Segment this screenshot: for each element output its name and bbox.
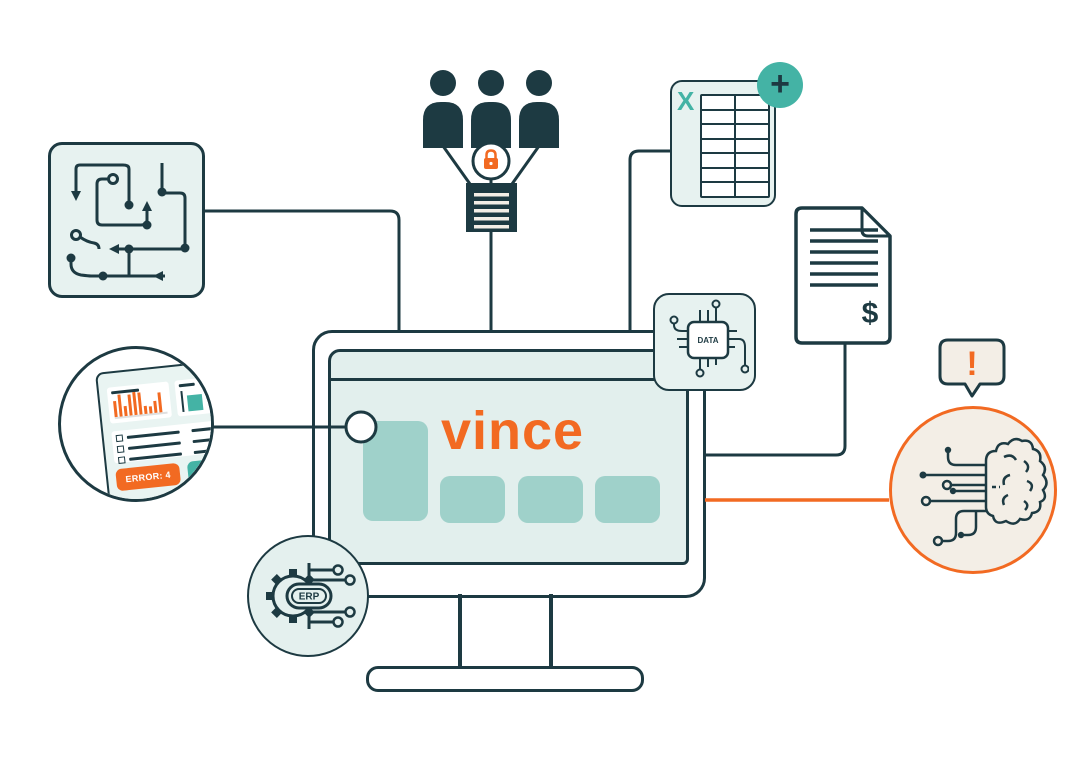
data-chip-icon: DATA xyxy=(653,293,756,391)
screen-sidebar-tile xyxy=(363,421,428,521)
checkbox-icon xyxy=(116,445,125,454)
team-secure-document-icon xyxy=(423,70,559,232)
erp-graphic: ERP xyxy=(266,563,356,629)
page-fold xyxy=(860,206,892,238)
monitor-stand-base xyxy=(366,666,644,692)
list-line xyxy=(191,426,211,433)
list-line xyxy=(192,437,211,444)
exclamation-mark: ! xyxy=(966,345,977,383)
erp-gear-icon: ERP xyxy=(247,535,369,657)
plus-sign: + xyxy=(770,64,790,103)
task-list xyxy=(112,424,211,465)
dollar-sign: $ xyxy=(862,297,879,330)
monitor-stand-leg xyxy=(549,594,553,668)
team-members xyxy=(423,70,559,148)
checkbox-icon xyxy=(117,456,126,465)
card-title-placeholder xyxy=(178,382,195,388)
screen-tile-2 xyxy=(518,476,583,523)
alert-bubble-icon: ! xyxy=(938,338,1006,398)
teal-badge xyxy=(186,457,211,484)
monitor-stand-leg xyxy=(458,594,462,668)
connector-maze-monitor xyxy=(202,209,401,331)
list-line xyxy=(126,430,180,440)
plus-badge-icon: + xyxy=(757,62,803,108)
task-list-card xyxy=(111,419,211,465)
screen-tile-1 xyxy=(440,476,505,523)
screen-titlebar-divider xyxy=(331,378,686,381)
lock-icon xyxy=(484,149,498,169)
error-badge: ERROR: 4 xyxy=(115,462,182,492)
single-bar-card xyxy=(174,376,211,417)
checkbox-icon xyxy=(115,434,124,443)
brain-circuit-graphic xyxy=(919,437,1048,547)
dashboard-page: ERROR: 4 xyxy=(95,358,211,499)
chip-circuit: DATA xyxy=(669,299,749,378)
dashboard-magnifier: ERROR: 4 xyxy=(58,346,214,502)
teal-bar xyxy=(186,393,204,412)
maze-paths xyxy=(66,163,190,281)
list-line xyxy=(193,448,211,455)
secure-document-lines xyxy=(474,193,509,229)
monitor: vince xyxy=(312,330,706,598)
bar-chart-card xyxy=(106,381,173,424)
workflow-maze-icon xyxy=(48,142,205,298)
invoice-text-lines xyxy=(810,228,878,287)
spreadsheet-x-label: X xyxy=(677,86,695,116)
ai-brain-icon xyxy=(889,406,1057,574)
vince-logo: vince xyxy=(441,401,585,461)
spreadsheet-icon: X xyxy=(670,80,776,207)
chip-label: DATA xyxy=(697,336,718,345)
list-line xyxy=(129,452,182,461)
mini-bar-chart xyxy=(112,387,168,420)
invoice-document-icon: $ xyxy=(794,206,892,345)
mini-axis xyxy=(180,390,185,413)
screen-tile-3 xyxy=(595,476,660,523)
erp-label: ERP xyxy=(299,592,320,603)
spreadsheet-grid xyxy=(700,94,770,198)
secure-document xyxy=(466,183,517,232)
monitor-screen: vince xyxy=(328,349,689,565)
list-line xyxy=(127,441,181,450)
